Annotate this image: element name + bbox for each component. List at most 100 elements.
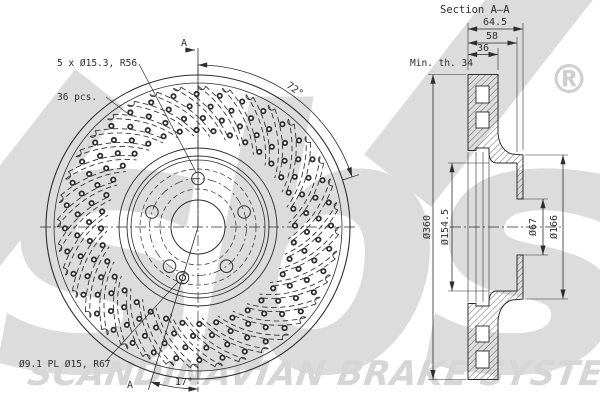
drilled-hole [262, 324, 269, 331]
drilled-hole [239, 98, 246, 105]
dim-166: Ø166 [548, 215, 560, 239]
slot-curve [84, 247, 105, 312]
drilled-hole [262, 338, 269, 345]
drilled-hole [327, 222, 335, 229]
drilled-hole [186, 103, 193, 110]
drilled-hole [261, 310, 268, 317]
slot-curve [75, 146, 150, 157]
drilled-hole [265, 126, 273, 133]
drilled-hole [94, 182, 101, 189]
drilled-hole [207, 103, 214, 110]
drilled-hole [210, 128, 217, 135]
drilled-hole [163, 315, 170, 322]
drilled-hole [270, 285, 277, 292]
slot-curve [278, 226, 340, 270]
drilled-hole [310, 289, 317, 296]
count-label: 36 pcs. [57, 92, 97, 103]
drilled-hole [74, 211, 81, 218]
drilled-hole [103, 165, 110, 172]
drilled-hole [295, 156, 302, 163]
dim-min-thickness: Min. th. 34 [410, 58, 473, 69]
drilled-hole [110, 176, 117, 183]
slot-curve [249, 303, 317, 312]
slot-curve [246, 297, 321, 308]
drilled-hole [99, 208, 106, 215]
slot-curve [107, 118, 179, 139]
drilled-hole [218, 117, 225, 124]
cross-section [467, 74, 524, 380]
drilled-hole [103, 192, 110, 199]
section-marker-top: A [181, 38, 187, 49]
slot-curve [58, 199, 112, 252]
drilled-hole [196, 356, 203, 364]
drilled-hole [74, 232, 81, 239]
drilled-hole [99, 242, 106, 249]
drilled-hole [93, 310, 101, 317]
pin-hole-counterbore [175, 271, 190, 285]
drilled-hole [119, 162, 126, 169]
slot-hook [325, 274, 331, 283]
drilled-hole [245, 320, 252, 327]
slot-curve [94, 128, 162, 139]
drilled-hole [203, 344, 210, 351]
slot-curve [234, 315, 302, 326]
drilled-hole [108, 290, 115, 297]
drilled-hole [180, 115, 188, 123]
slot-curve [273, 258, 336, 287]
drilled-hole [150, 349, 157, 356]
slot-curve [113, 113, 178, 134]
drilled-hole [268, 143, 275, 150]
drilled-hole [141, 332, 149, 339]
drilled-hole [291, 222, 299, 229]
width-dimensions: 64.5 58 36 Min. th. 34 [410, 17, 524, 152]
slot-curve [56, 184, 118, 228]
drilled-hole [153, 324, 160, 331]
drilled-hole [216, 92, 223, 99]
drilled-hole [290, 205, 297, 212]
drilled-hole [241, 348, 248, 355]
slot-curve [218, 320, 283, 341]
drilled-hole [170, 93, 177, 100]
slot-curve [129, 288, 151, 360]
drilled-hole [309, 156, 316, 163]
drilled-hole [268, 160, 275, 167]
drilled-hole [179, 319, 186, 326]
slot-curve [126, 291, 144, 358]
slot-curve [274, 108, 283, 176]
section-view: Section A–A [410, 4, 568, 380]
leader-bolt-holes [138, 63, 197, 173]
slot-curve [75, 230, 108, 298]
slot-hook [72, 290, 79, 298]
slot-curve [89, 132, 164, 144]
drilled-hole [131, 150, 138, 157]
drilled-hole [301, 247, 308, 254]
drilled-hole [127, 123, 134, 130]
drilled-hole [315, 215, 322, 222]
slot-curve [232, 310, 307, 322]
front-view-labels: 5 x Ø15.3, R56 36 pcs. Ø9.1 PL Ø15, R67 … [19, 38, 197, 391]
slot-hook [149, 92, 158, 98]
slot-curve [117, 275, 128, 350]
drilled-hole [61, 225, 69, 232]
section-upper-half [467, 74, 524, 200]
drilled-hole [242, 139, 249, 146]
slot-curve [103, 261, 115, 336]
slot-curve [58, 171, 126, 203]
drilled-hole [64, 248, 71, 255]
drilled-hole [173, 355, 180, 362]
drilled-hole [278, 174, 285, 181]
front-view: 72° 17° 5 x Ø15.3, R56 36 pcs. Ø9.1 PL Ø… [19, 38, 360, 392]
slot-curve [133, 100, 195, 132]
dim-36: 36 [477, 43, 489, 54]
drilled-hole [92, 139, 99, 146]
drilled-hole [281, 139, 289, 146]
drilled-hole [326, 245, 333, 252]
section-title: Section A–A [440, 4, 510, 16]
slot-curve [62, 213, 104, 269]
slot-curve [99, 263, 110, 331]
drilled-hole [90, 256, 98, 263]
slot-curve [292, 185, 334, 241]
slot-curve [262, 281, 329, 299]
drilled-hole [171, 330, 178, 337]
